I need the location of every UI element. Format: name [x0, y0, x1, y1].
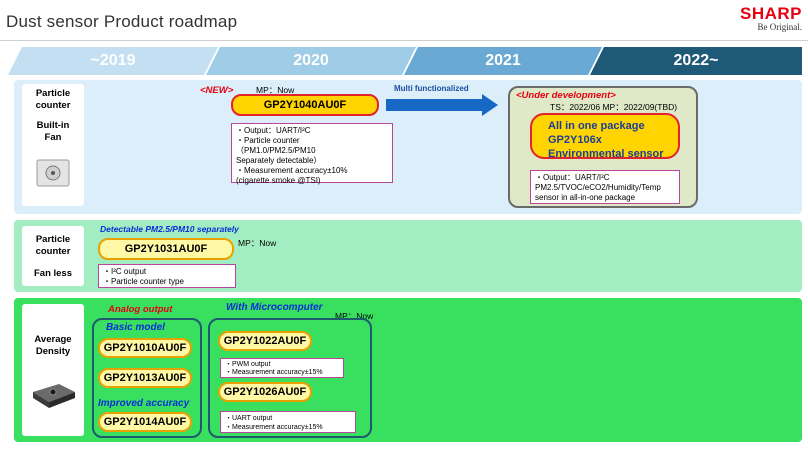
spec-line: ・Measurement accuracy±15% [225, 369, 323, 376]
row1-label: Particle counter Built-in Fan [22, 84, 84, 206]
header-divider [0, 40, 808, 41]
spec-line: ・Measurement accuracy±10% [236, 166, 348, 175]
improved-accuracy-label: Improved accuracy [98, 398, 190, 409]
row1-mp-label: MP：Now [256, 85, 295, 95]
spec-line: ・I²C output [103, 267, 147, 276]
row1-label-line1: Particle [35, 88, 71, 99]
dev-line-1: All in one package [548, 120, 645, 132]
spec-line: Separately detectable） [236, 156, 322, 165]
row2-spec-notes: ・I²C output ・Particle counter type [98, 264, 236, 288]
spec-line: ・Output：UART/I²C [236, 126, 311, 135]
under-development-tag: <Under development> [516, 90, 616, 101]
row2-label-line1: Particle [35, 234, 71, 245]
analog-group-box [92, 318, 202, 438]
dev-spec-line: sensor in all-in-one package [535, 193, 636, 202]
row1-spec-notes: ・Output：UART/I²C ・Particle counter （PM1.… [231, 123, 393, 185]
dev-spec-line: PM2.5/TVOC/eCO2/Humidity/Temp [535, 183, 661, 192]
spec-line: (cigarette smoke @TSI) [236, 176, 321, 185]
spec-line: ・Measurement accuracy±15% [225, 424, 323, 431]
product-gp2y1040au0f: GP2Y1040AU0F [231, 94, 379, 116]
gp2y1022-spec-notes: ・PWM output ・Measurement accuracy±15% [220, 358, 344, 378]
product-gp2y1031au0f: GP2Y1031AU0F [98, 238, 234, 260]
row2-mp-label: MP：Now [238, 238, 277, 248]
basic-model-label: Basic model [106, 322, 165, 333]
row2-label: Particle counter Fan less [22, 226, 84, 286]
brand-name: SHARP [739, 4, 802, 23]
dev-line-3: Environmental sensor [548, 148, 664, 160]
year-column-2020: 2020 [206, 47, 416, 75]
with-microcomputer-tag: With Microcomputer [226, 302, 323, 313]
product-gp2y1014au0f: GP2Y1014AU0F [98, 412, 192, 432]
brand-logo: SHARP Be Original. [740, 4, 802, 32]
new-tag: <NEW> [200, 85, 234, 96]
detectable-tag: Detectable PM2.5/PM10 separately [100, 224, 239, 234]
fan-sensor-image [36, 159, 70, 187]
brand-tagline: Be Original. [757, 22, 803, 32]
row3-label-line2: Density [35, 346, 71, 357]
row3-label-line1: Average [34, 334, 72, 345]
year-column-2019: ~2019 [8, 47, 218, 75]
product-gp2y106x: All in one package GP2Y106x Environmenta… [530, 113, 680, 160]
dev-line-2: GP2Y106x [548, 134, 602, 146]
spec-line: ・Particle counter type [103, 277, 184, 286]
product-gp2y1022au0f: GP2Y1022AU0F [218, 331, 312, 351]
arrow-label: Multi functionalized [394, 84, 469, 93]
spec-line: ・UART output [225, 415, 273, 422]
gp2y1026-spec-notes: ・UART output ・Measurement accuracy±15% [220, 411, 356, 433]
year-column-2022: 2022~ [590, 47, 802, 75]
row1-label-line2: counter [35, 100, 71, 111]
page-title: Dust sensor Product roadmap [6, 12, 238, 31]
spec-line: ・PWM output [225, 361, 271, 368]
row2-label-line3: Fan less [33, 268, 73, 279]
spec-line: （PM1.0/PM2.5/PM10 [236, 146, 316, 155]
product-gp2y1026au0f: GP2Y1026AU0F [218, 382, 312, 402]
year-column-2021: 2021 [404, 47, 602, 75]
microcomputer-group-box [208, 318, 372, 438]
density-sensor-image [33, 384, 75, 408]
row3-mp-label: MP：Now [335, 311, 374, 321]
spec-line: ・Particle counter [236, 136, 300, 145]
dev-spec-line: ・Output：UART/I²C [535, 173, 610, 182]
product-gp2y1013au0f: GP2Y1013AU0F [98, 368, 192, 388]
row2-label-line2: counter [35, 246, 71, 257]
row1-label-line4: Fan [44, 132, 62, 143]
row3-label: Average Density [22, 304, 84, 436]
dev-schedule: TS：2022/06 MP：2022/09(TBD) [550, 102, 678, 112]
analog-output-tag: Analog output [108, 304, 173, 315]
dev-spec-notes: ・Output：UART/I²C PM2.5/TVOC/eCO2/Humidit… [530, 170, 680, 204]
upgrade-arrow-icon [386, 94, 498, 116]
row1-label-line3: Built-in [36, 120, 70, 131]
product-gp2y1010au0f: GP2Y1010AU0F [98, 338, 192, 358]
